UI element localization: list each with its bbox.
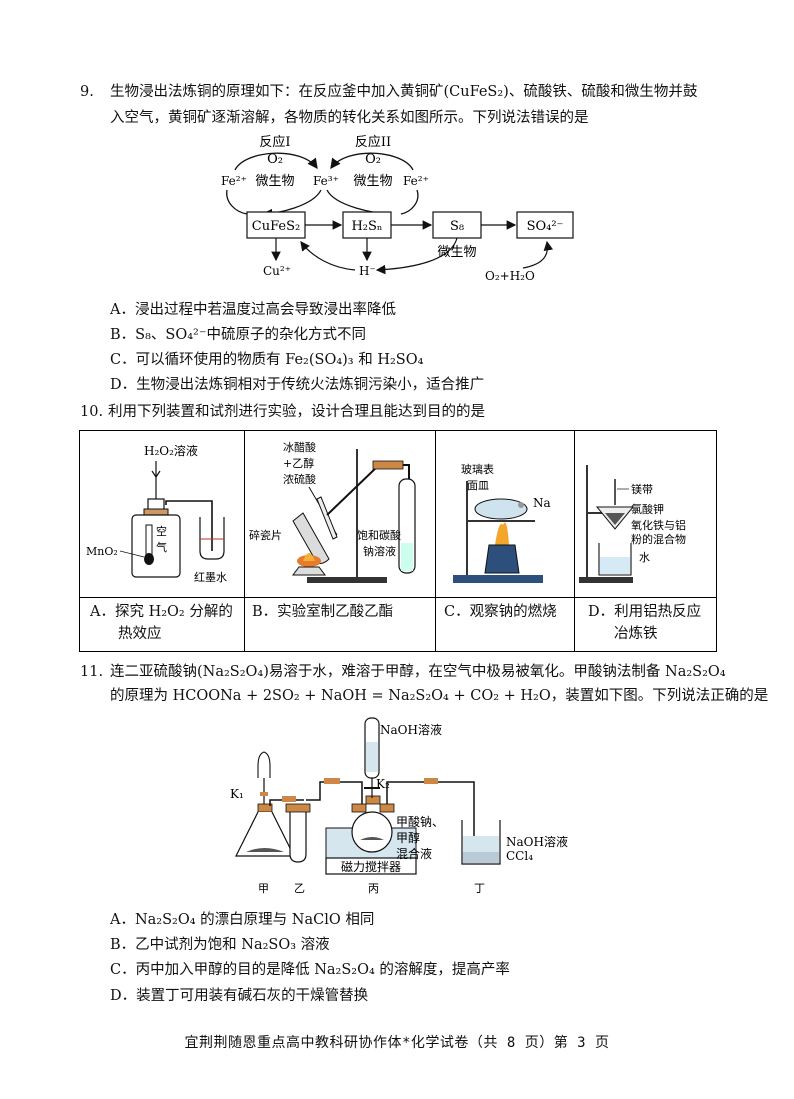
q9-option-c[interactable]: C．可以循环使用的物质有 Fe₂(SO₄)₃ 和 H₂SO₄ <box>110 352 424 368</box>
q10-option-d-caption-2: 冶炼铁 <box>614 626 658 642</box>
q9-stem-line2: 入空气，黄铜矿逐渐溶解，各物质的转化关系如图所示。下列说法错误的是 <box>110 110 589 126</box>
q11-option-c[interactable]: C．丙中加入甲醇的目的是降低 Na₂S₂O₄ 的溶解度，提高产率 <box>110 962 510 978</box>
kclo3-label: 氯酸钾 <box>631 502 664 516</box>
fe2-left-label: Fe²⁺ <box>221 174 247 188</box>
stirrer-label: 磁力搅拌器 <box>341 859 401 874</box>
acetic-acid-label: 冰醋酸 <box>283 440 316 454</box>
q11-option-b[interactable]: B．乙中试剂为饱和 Na₂SO₃ 溶液 <box>110 937 330 953</box>
q10-option-b-caption[interactable]: B．实验室制乙酸乙酯 <box>252 604 394 620</box>
porcelain-chips-label: 碎瓷片 <box>249 528 282 542</box>
figure-b-ester-apparatus: 冰醋酸 +乙醇 浓硫酸 碎瓷片 饱和碳酸 钠溶液 <box>249 440 416 583</box>
mixture-label-1: 氧化铁与铝 <box>631 518 686 532</box>
naoh-top-label: NaOH溶液 <box>380 722 442 737</box>
q10-option-d-caption-1[interactable]: D．利用铝热反应 <box>588 604 702 620</box>
o2-label-2: O₂ <box>365 152 381 167</box>
naoh-right-label: NaOH溶液 <box>506 834 568 849</box>
figure-d-thermite-apparatus: 镁带 氯酸钾 氧化铁与铝 粉的混合物 水 <box>579 465 686 583</box>
ethanol-label: +乙醇 <box>283 456 314 470</box>
label-bing: 丙 <box>368 882 379 895</box>
page-footer: 宜荆荆随恩重点高中教科研协作体*化学试卷（共 8 页）第 3 页 <box>184 1035 610 1051</box>
mixture-label-3: 混合液 <box>396 846 432 861</box>
q11-stem-line1: 连二亚硫酸钠(Na₂S₂O₄)易溶于水，难溶于甲醇，在空气中极易被氧化。甲酸钠法… <box>110 664 726 680</box>
mixture-label-2: 粉的混合物 <box>631 532 686 546</box>
q9-option-b[interactable]: B．S₈、SO₄²⁻中硫原子的杂化方式不同 <box>110 327 367 343</box>
q10-stem: 利用下列装置和试剂进行实验，设计合理且能达到目的的是 <box>108 404 485 420</box>
label-ding: 丁 <box>474 882 485 895</box>
sat-na2co3-label-2: 钠溶液 <box>363 544 396 558</box>
fe3-label: Fe³⁺ <box>313 174 339 188</box>
q11-number: 11. <box>80 664 104 680</box>
q11-stem-line2: 的原理为 HCOONa + 2SO₂ + NaOH = Na₂S₂O₄ + CO… <box>110 688 769 704</box>
cu2-label: Cu²⁺ <box>263 264 291 278</box>
so4-box <box>516 211 574 239</box>
sat-na2co3-label-1: 饱和碳酸 <box>357 528 401 542</box>
watch-glass-label-1: 玻璃表 <box>461 462 494 476</box>
label-yi: 乙 <box>294 882 305 895</box>
magnesium-ribbon-label: 镁带 <box>631 482 653 496</box>
na-label: Na <box>533 496 551 510</box>
q9-option-a[interactable]: A．浸出过程中若温度过高会导致浸出率降低 <box>110 302 396 318</box>
q10-option-a-caption-1[interactable]: A．探究 H₂O₂ 分解的 <box>90 604 233 620</box>
q10-options-table: H₂O₂溶液 空 气 MnO₂ 红墨水 冰醋酸 +乙醇 浓硫酸 碎瓷片 饱和碳 <box>79 430 717 652</box>
o2-h2o-label: O₂+H₂O <box>485 269 535 283</box>
q9-number: 9. <box>80 84 94 100</box>
reaction1-label: 反应I <box>259 134 290 150</box>
h2sn-label: H₂Sₙ <box>351 219 382 234</box>
cufes2-box <box>246 211 306 239</box>
q11-option-a[interactable]: A．Na₂S₂O₄ 的漂白原理与 NaClO 相同 <box>110 912 375 928</box>
figure-a-h2o2-apparatus: H₂O₂溶液 空 气 MnO₂ 红墨水 <box>86 443 227 584</box>
q9-stem-line1: 生物浸出法炼铜的原理如下：在反应釜中加入黄铜矿(CuFeS₂)、硫酸铁、硫酸和微… <box>110 84 698 100</box>
so4-label: SO₄²⁻ <box>527 219 564 234</box>
cufes2-label: CuFeS₂ <box>252 219 300 234</box>
q11-apparatus-figure: K₁ 磁力搅拌器 NaOH溶液 K₂ 甲酸钠、 甲醇 混合液 NaOH溶液 CC… <box>230 717 568 895</box>
air-label-1: 空 <box>156 524 167 538</box>
air-label-2: 气 <box>156 540 167 554</box>
k1-label: K₁ <box>230 787 244 801</box>
h2o2-label: H₂O₂溶液 <box>144 443 198 458</box>
q9-option-d[interactable]: D．生物浸出法炼铜相对于传统火法炼铜污染小，适合推广 <box>110 377 485 393</box>
mixture-label-2: 甲醇 <box>396 830 420 845</box>
watch-glass-label-2: 面皿 <box>467 479 489 492</box>
q11-option-d[interactable]: D．装置丁可用装有碱石灰的干燥管替换 <box>110 988 369 1004</box>
microbe-label-1: 微生物 <box>255 174 294 189</box>
microbe-label-2: 微生物 <box>353 174 392 189</box>
label-jia: 甲 <box>258 882 269 895</box>
figure-c-sodium-burning: 玻璃表 面皿 Na <box>453 462 551 583</box>
sulfuric-acid-label: 浓硫酸 <box>283 472 316 486</box>
mno2-label: MnO₂ <box>86 545 118 558</box>
q10-number: 10. <box>80 404 104 420</box>
o2-label-1: O₂ <box>267 152 283 167</box>
fe2-right-label: Fe²⁺ <box>403 174 429 188</box>
microbe-label-3: 微生物 <box>437 245 476 260</box>
q9-reaction-diagram: 反应I O₂ 微生物 反应II O₂ 微生物 Fe²⁺ Fe³⁺ Fe²⁺ Cu… <box>221 134 574 283</box>
q10-option-a-caption-2: 热效应 <box>118 626 162 642</box>
water-label: 水 <box>639 551 650 564</box>
red-ink-label: 红墨水 <box>194 571 227 584</box>
q10-option-c-caption[interactable]: C．观察钠的燃烧 <box>444 604 557 620</box>
s8-label: S₈ <box>450 219 464 234</box>
ccl4-label: CCl₄ <box>506 849 533 863</box>
hplus-label: H⁻ <box>359 264 376 278</box>
mixture-label-1: 甲酸钠、 <box>396 814 444 829</box>
reaction2-label: 反应II <box>355 134 391 150</box>
